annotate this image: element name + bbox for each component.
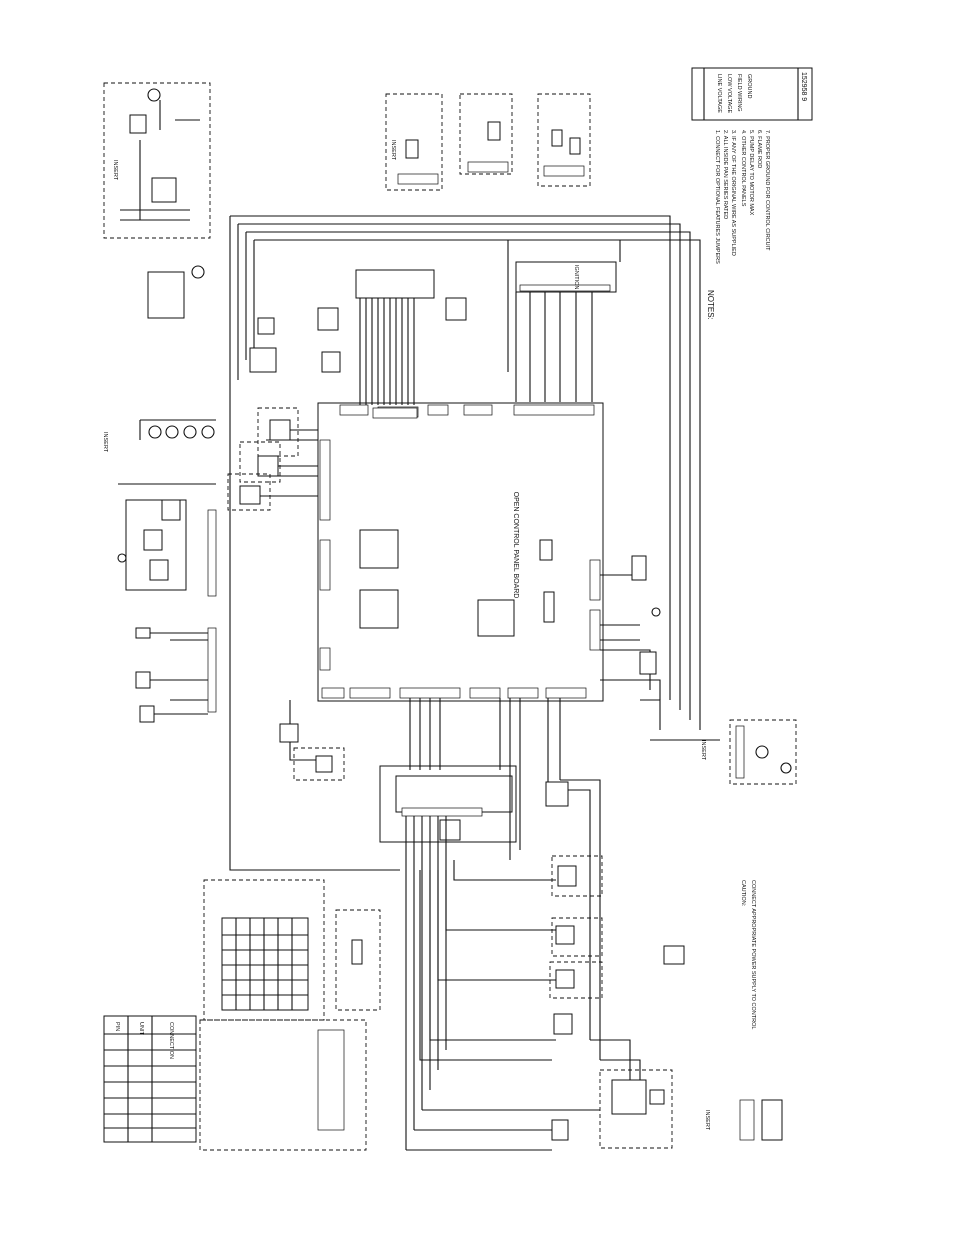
insert-terminal-box [199, 879, 381, 1151]
legend-line-voltage: LINE VOLTAGE [716, 74, 722, 113]
note-5: 5. PUMP DELAY TO MOTOR MAX [748, 130, 754, 216]
insert-gas-valves: INSERT [102, 419, 216, 453]
note-4: 4. OTHER CONTROL PANELS [740, 130, 746, 207]
caution-text: CONNECT APPROPRIATE POWER SUPPLY TO CONT… [750, 880, 756, 1029]
ignition-label: IGNITION [573, 265, 579, 289]
main-board-label: OPEN CONTROL PANEL BOARD [512, 492, 519, 599]
table-header-connection: CONNECTION [168, 1022, 174, 1059]
legend-field-wiring: FIELD WIRING [736, 74, 742, 112]
caution-heading: CAUTION: [740, 880, 746, 907]
insert-motor: INSERT [700, 719, 797, 785]
legend-block: LINE VOLTAGE LOW VOLTAGE FIELD WIRING GR… [691, 67, 813, 121]
legend-low-voltage: LOW VOLTAGE [726, 74, 732, 114]
document-number: 152958 9 [800, 72, 807, 101]
notes-block: NOTES: 1. CONNECT FOR OPTIONAL FEATURES … [706, 130, 770, 320]
caution-block: CAUTION: CONNECT APPROPRIATE POWER SUPPL… [740, 880, 756, 1029]
insert-label-4: INSERT [704, 1110, 710, 1131]
note-1: 1. CONNECT FOR OPTIONAL FEATURES JUMPERS [714, 130, 720, 264]
insert-label-1: INSERT [112, 160, 118, 181]
legend-ground: GROUND [746, 74, 752, 98]
ignition-module: IGNITION [507, 239, 621, 402]
wire-harness-top [355, 269, 467, 405]
insert-top-left: INSERT [103, 82, 211, 239]
insert-bottom-right: INSERT [599, 945, 783, 1149]
note-2: 2. ALL INSIDE PAN SERIES RATED [722, 130, 728, 219]
insert-top-right-group: INSERT [385, 93, 591, 191]
relay-stack-left [227, 407, 318, 511]
note-6: 6. FLAME ROD [756, 130, 762, 168]
table-header-pin: PIN [114, 1022, 120, 1031]
insert-label-3: INSERT [102, 432, 108, 453]
notes-heading: NOTES: [706, 290, 715, 320]
insert-staged-relays [117, 499, 217, 597]
insert-label-5: INSERT [700, 740, 706, 761]
insert-label-2: INSERT [390, 140, 396, 161]
junction-block-lower [379, 765, 517, 1150]
valve-row-abc [135, 627, 217, 723]
pin-table: PIN UNIT CONNECTION [103, 1015, 197, 1143]
table-header-unit: UNIT [138, 1022, 144, 1035]
note-7: 7. PROPER GROUND FOR CONTROL CIRCUIT [764, 130, 770, 251]
relay-column-right [545, 781, 603, 1141]
main-control-board: OPEN CONTROL PANEL BOARD [317, 402, 604, 702]
note-3: 3. IF ANY OF THE ORIGINAL WIRE AS SUPPLI… [730, 130, 736, 256]
